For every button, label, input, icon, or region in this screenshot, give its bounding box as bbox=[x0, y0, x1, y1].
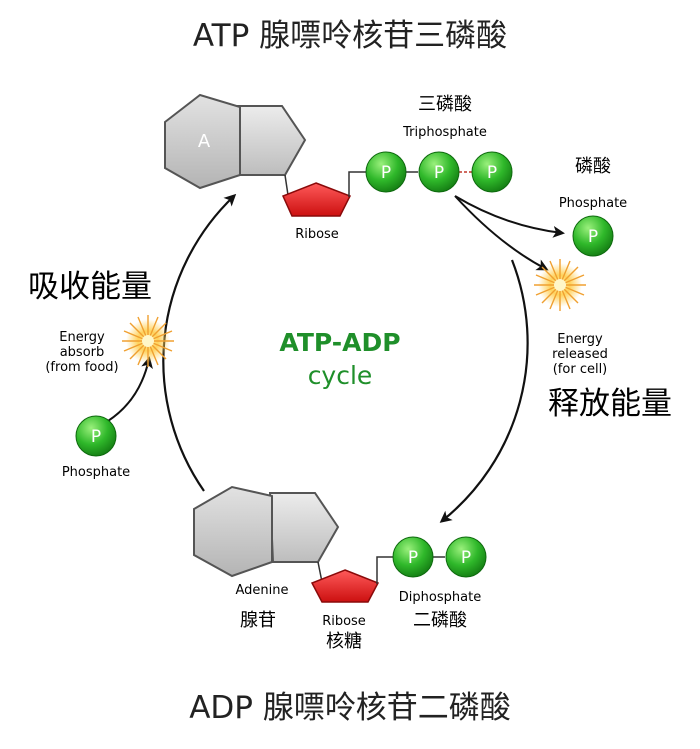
cycle-arc-left bbox=[162, 193, 237, 492]
phosphate-ball-adp-2: P bbox=[445, 536, 487, 578]
adenine-ring-pentagon bbox=[235, 105, 307, 176]
release-energy-cn-label: 释放能量 bbox=[548, 386, 672, 422]
adenine-ring-hexagon-adp bbox=[193, 485, 273, 578]
released-phosphate-en-label: Phosphate bbox=[559, 196, 627, 211]
title-bottom: ADP 腺嘌呤核苷二磷酸 bbox=[189, 690, 511, 726]
released-phosphate-cn-label: 磷酸 bbox=[575, 156, 611, 177]
energy-absorb-burst-icon bbox=[122, 315, 174, 367]
arrow-phosphate-in bbox=[107, 356, 153, 422]
title-top: ATP 腺嘌呤核苷三磷酸 bbox=[193, 18, 507, 54]
atp-molecule: A Ribose P P P 三磷酸 Triphosphate bbox=[164, 93, 513, 242]
energy-released-label-2: released bbox=[552, 347, 608, 362]
ribose-en-label-adp: Ribose bbox=[322, 614, 366, 629]
diphosphate-cn-label: 二磷酸 bbox=[413, 610, 467, 631]
svg-text:P: P bbox=[408, 548, 418, 568]
energy-released-label-3: (for cell) bbox=[553, 362, 608, 377]
svg-text:P: P bbox=[588, 227, 598, 247]
cycle-arc-right bbox=[439, 259, 529, 523]
svg-text:P: P bbox=[434, 163, 444, 183]
energy-absorb-label-2: absorb bbox=[60, 345, 105, 360]
svg-text:P: P bbox=[461, 548, 471, 568]
energy-released-label-1: Energy bbox=[557, 332, 603, 347]
center-title-line1: ATP-ADP bbox=[279, 328, 400, 357]
arrow-to-energy-release bbox=[454, 195, 549, 271]
adenine-cn-label: 腺苷 bbox=[240, 610, 276, 631]
ribose-cn-label: 核糖 bbox=[326, 631, 362, 652]
incoming-phosphate-label: Phosphate bbox=[62, 465, 130, 480]
arrow-to-released-phosphate bbox=[454, 195, 565, 238]
ribose-pentagon bbox=[281, 182, 352, 217]
energy-absorb-label-3: (from food) bbox=[45, 360, 118, 375]
ribose-label: Ribose bbox=[295, 227, 339, 242]
svg-text:P: P bbox=[381, 163, 391, 183]
diphosphate-en-label: Diphosphate bbox=[399, 590, 481, 605]
adenine-letter: A bbox=[198, 131, 211, 152]
svg-text:P: P bbox=[487, 163, 497, 183]
released-phosphate: 磷酸 Phosphate P bbox=[559, 156, 627, 257]
svg-text:P: P bbox=[91, 427, 101, 447]
adenine-ring-hexagon bbox=[164, 93, 241, 190]
adenine-ring-pentagon-adp bbox=[268, 492, 340, 563]
energy-release-burst-icon bbox=[534, 259, 586, 311]
triphosphate-en-label: Triphosphate bbox=[402, 125, 487, 140]
absorb-energy-cn-label: 吸收能量 bbox=[28, 269, 152, 305]
ribose-pentagon-adp bbox=[310, 569, 380, 603]
center-title-line2: cycle bbox=[308, 361, 373, 390]
phosphate-ball-adp-1: P bbox=[392, 536, 434, 578]
phosphate-ball-3: P bbox=[471, 151, 513, 193]
adenine-en-label: Adenine bbox=[235, 583, 288, 598]
incoming-phosphate: P Phosphate bbox=[62, 415, 130, 480]
triphosphate-cn-label: 三磷酸 bbox=[418, 94, 472, 115]
phosphate-ball-1: P bbox=[365, 151, 407, 193]
adp-molecule: P P Adenine 腺苷 Ribose 核糖 Diphosphate 二磷酸 bbox=[193, 485, 487, 652]
phosphate-ball-2: P bbox=[418, 151, 460, 193]
energy-absorb-label-1: Energy bbox=[59, 330, 105, 345]
